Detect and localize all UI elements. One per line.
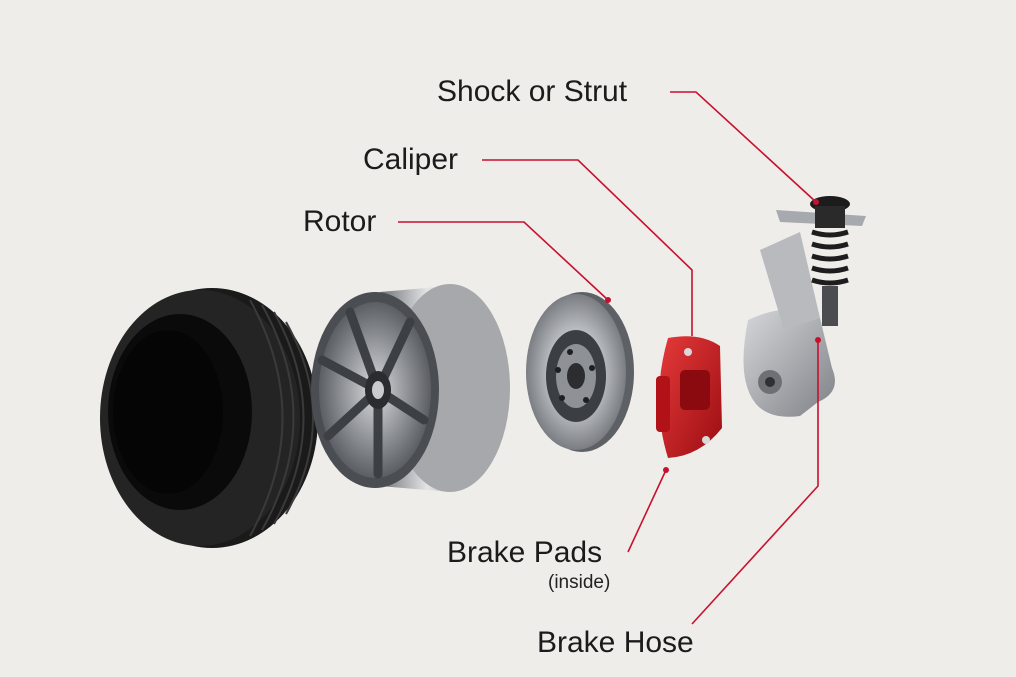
label-brake-pads-note: (inside): [548, 572, 611, 593]
brake-rotor-illustration: [526, 292, 634, 452]
label-rotor: Rotor: [303, 205, 377, 238]
label-brake-hose: Brake Hose: [537, 626, 694, 659]
leader-lines: [398, 91, 819, 625]
label-shock-or-strut: Shock or Strut: [437, 75, 628, 108]
label-brake-pads: Brake Pads: [447, 536, 603, 569]
leader-line-caliper: [482, 159, 693, 336]
shock-strut-illustration: [810, 196, 850, 326]
leader-dots: [605, 199, 821, 473]
suspension-knuckle-illustration: [743, 210, 866, 417]
leader-line-brake-hose: [691, 340, 819, 625]
label-caliper: Caliper: [363, 143, 459, 176]
leader-line-brake-pads: [627, 469, 667, 553]
leader-line-rotor: [398, 221, 609, 301]
brake-caliper-illustration: [656, 336, 722, 458]
leader-line-shock: [670, 91, 817, 203]
tire-illustration: [100, 288, 318, 548]
wheel-illustration: [311, 284, 510, 492]
